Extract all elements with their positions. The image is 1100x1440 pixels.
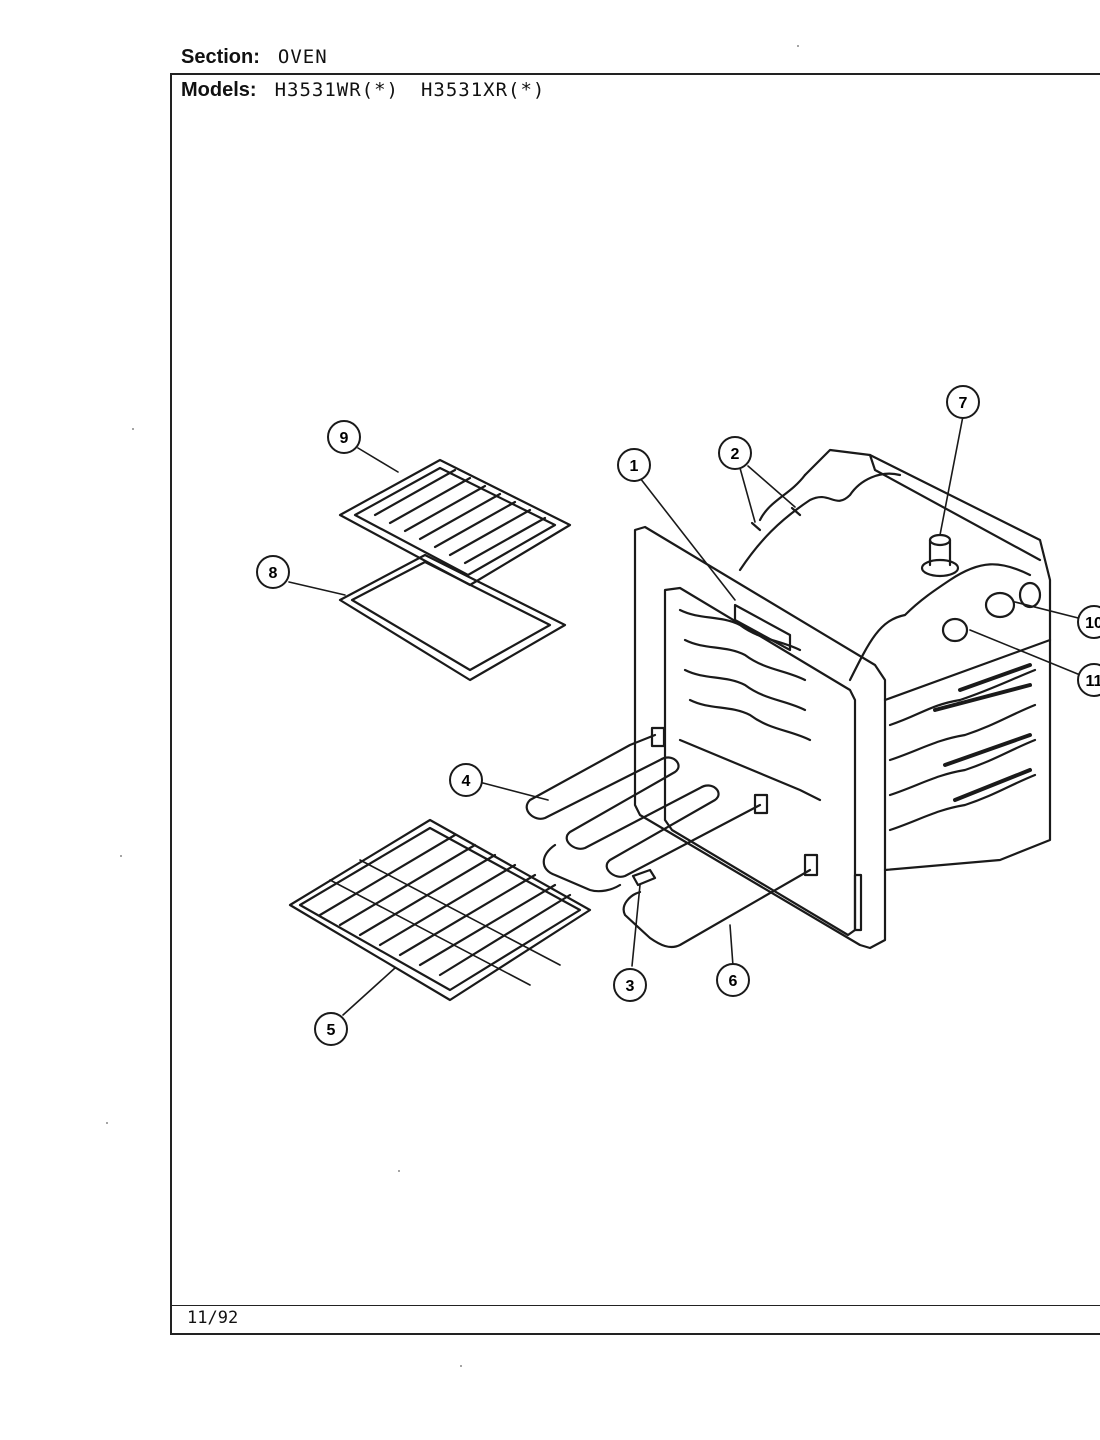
front-frame [633, 525, 887, 950]
oven-cavity-body [678, 448, 1052, 872]
scan-speck [797, 45, 799, 47]
broil-element [542, 843, 819, 949]
element-bracket [631, 868, 657, 887]
leader-lines [288, 415, 1091, 1016]
broiler-pan [338, 553, 567, 682]
callout-2-number: 2 [731, 446, 740, 463]
light-socket [984, 591, 1016, 619]
callout-1: 1 [617, 448, 651, 482]
light-bulb [941, 617, 969, 643]
models-heading: Models: H3531WR(*) H3531XR(*) [181, 79, 545, 102]
oven-rack [288, 818, 592, 1002]
scan-speck [132, 428, 134, 430]
bake-element [525, 726, 769, 878]
callouts: 1 2 3 4 5 6 7 8 9 10 11 [256, 385, 1100, 1046]
callout-11: 11 [1077, 663, 1100, 697]
callout-5-number: 5 [327, 1022, 336, 1039]
scan-speck [460, 1365, 462, 1367]
callout-4: 4 [449, 763, 483, 797]
callout-5: 5 [314, 1012, 348, 1046]
callout-10: 10 [1077, 605, 1100, 639]
scan-speck [120, 855, 122, 857]
callout-9-number: 9 [340, 430, 349, 447]
revision-date: 11/92 [187, 1308, 239, 1328]
broiler-pan-grid [338, 458, 572, 587]
section-value: OVEN [277, 46, 328, 68]
footer-rule [170, 1305, 1100, 1306]
callout-7-number: 7 [959, 395, 968, 412]
callout-11-number: 11 [1086, 673, 1100, 690]
callout-3: 3 [613, 968, 647, 1002]
callout-3-number: 3 [626, 978, 635, 995]
callout-9: 9 [327, 420, 361, 454]
page-frame [170, 73, 1100, 1335]
oven-sensor [920, 533, 960, 578]
callout-8-number: 8 [269, 565, 278, 582]
model-number-1: H3531WR(*) [274, 79, 399, 101]
callout-8: 8 [256, 555, 290, 589]
callout-10-number: 10 [1085, 615, 1100, 632]
callout-6: 6 [716, 963, 750, 997]
model-number-2: H3531XR(*) [420, 79, 546, 101]
callout-1-number: 1 [630, 458, 639, 475]
light-housing [1018, 581, 1042, 609]
callout-4-number: 4 [462, 773, 471, 790]
models-label: Models: [181, 79, 257, 101]
section-label: Section: [181, 46, 260, 68]
callout-7: 7 [946, 385, 980, 419]
section-heading: Section: OVEN [181, 46, 328, 69]
callout-6-number: 6 [729, 973, 738, 990]
scan-speck [398, 1170, 400, 1172]
scan-speck [106, 1122, 108, 1124]
mounting-screw [750, 521, 762, 532]
callout-2: 2 [718, 436, 752, 470]
mounting-screw [790, 506, 802, 517]
